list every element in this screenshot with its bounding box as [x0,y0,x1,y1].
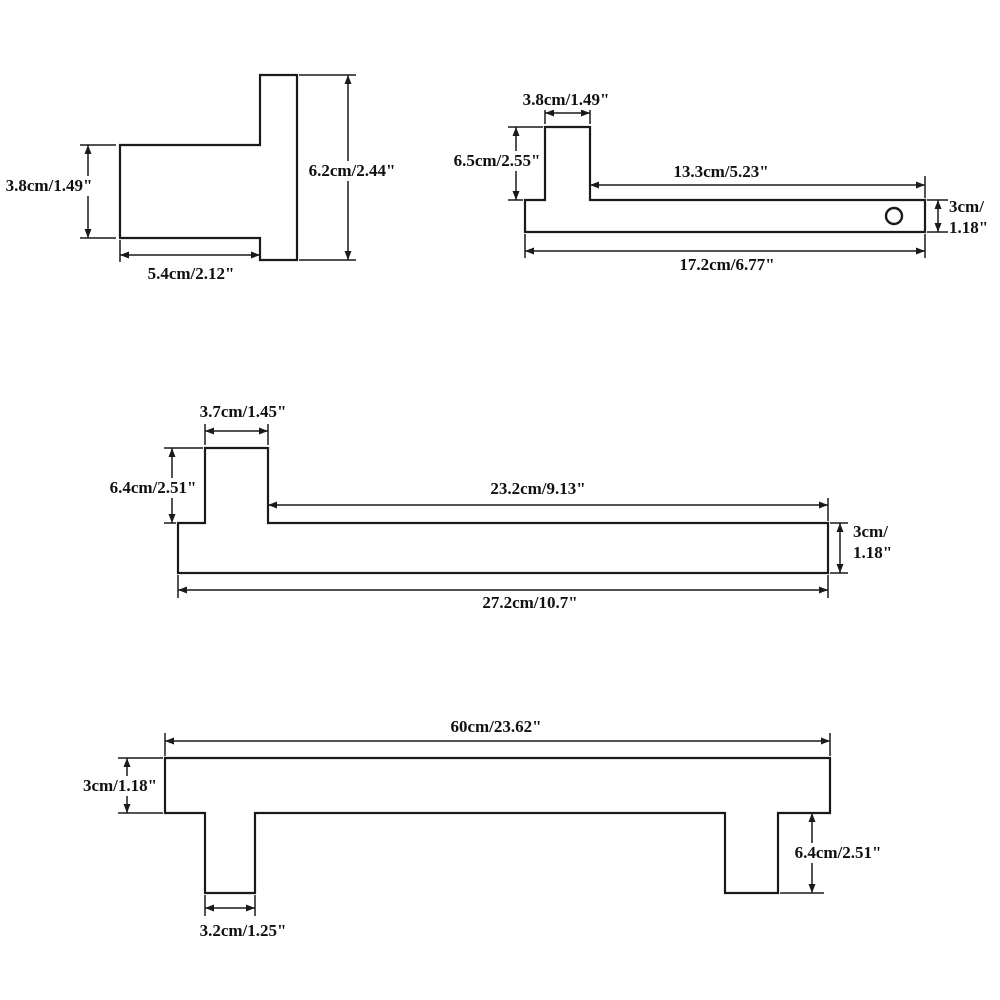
part1-right-dim-label: 6.2cm/2.44" [305,161,399,181]
part4-top-dim-label: 60cm/23.62" [447,717,545,737]
part3-top-dim-label: 3.7cm/1.45" [196,402,290,422]
part2-dim-right [927,199,948,233]
part4-right-dim-label: 6.4cm/2.51" [791,843,885,863]
part3-right-dim-label-line1: 3cm/ [852,522,889,542]
part4-dim-top [164,733,831,756]
part3-dim-right [830,522,848,574]
part1-left-dim-label: 3.8cm/1.49" [2,176,96,196]
part3-left-dim-label: 6.4cm/2.51" [106,478,200,498]
part2-middle-dim-label: 13.3cm/5.23" [670,162,772,182]
part2-outline [523,125,927,234]
part3-dim-middle [268,498,829,521]
part4-bottom-dim-label: 3.2cm/1.25" [196,921,290,941]
part4-left-dim-label: 3cm/1.18" [79,776,161,796]
part3-dim-bottom [177,575,829,598]
part1-dim-bottom [119,240,260,262]
part1-bottom-dim-label: 5.4cm/2.12" [144,264,238,284]
part1-outline [118,73,299,262]
part2-right-dim-label-line1: 3cm/ [948,197,985,217]
part3-dim-top [204,424,269,445]
part2-top-dim-label: 3.8cm/1.49" [519,90,613,110]
part2-hole [884,206,904,226]
part2-right-dim-label-line2: 1.18" [948,218,990,238]
part2-bottom-dim-label: 17.2cm/6.77" [676,255,778,275]
part3-outline [176,446,830,575]
part3-right-dim-label-line2: 1.18" [852,543,894,563]
part4-outline [163,756,832,895]
part3-bottom-dim-label: 27.2cm/10.7" [479,593,581,613]
part2-left-dim-label: 6.5cm/2.55" [450,151,544,171]
part4-dim-bottom [204,895,256,916]
part3-middle-dim-label: 23.2cm/9.13" [487,479,589,499]
part2-dim-bottom [524,234,926,258]
part2-dim-middle [590,176,926,198]
